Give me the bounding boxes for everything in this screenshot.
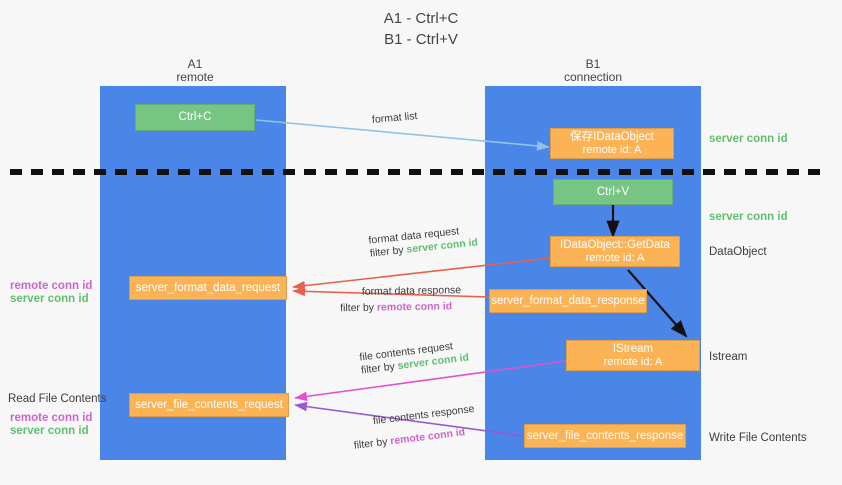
edge-label-format-list: format list bbox=[371, 110, 418, 126]
edge-label-file-contents-request: file contents request filter by server c… bbox=[358, 340, 470, 377]
node-save-idataobject[interactable]: 保存IDataObject remote id: A bbox=[550, 128, 674, 159]
title-line-1: A1 - Ctrl+C bbox=[383, 10, 459, 27]
annotation-left-server-conn-2: server conn id bbox=[10, 425, 89, 437]
node-istream-sub: remote id: A bbox=[603, 355, 663, 368]
edge-label-format-data-response: format data response filter by remote co… bbox=[340, 284, 462, 315]
node-save-idataobject-sub: remote id: A bbox=[582, 143, 642, 156]
node-istream[interactable]: IStream remote id: A bbox=[566, 340, 700, 371]
annotation-left-read-file-contents: Read File Contents bbox=[8, 393, 107, 405]
annotation-left-remote-conn-1: remote conn id bbox=[10, 280, 93, 292]
lane-a1-sub: remote bbox=[176, 70, 214, 84]
node-istream-label: IStream bbox=[612, 342, 654, 355]
node-ctrl-v-label: Ctrl+V bbox=[596, 185, 630, 198]
node-server-file-contents-request[interactable]: server_file_contents_request bbox=[129, 393, 289, 417]
page-title: A1 - Ctrl+C B1 - Ctrl+V bbox=[0, 8, 842, 50]
lane-b1-sub: connection bbox=[563, 70, 623, 84]
node-server-file-contents-response[interactable]: server_file_contents_response bbox=[524, 424, 686, 448]
node-server-format-data-response[interactable]: server_format_data_response bbox=[489, 289, 647, 313]
node-server-file-contents-request-label: server_file_contents_request bbox=[135, 398, 283, 411]
node-ctrl-c[interactable]: Ctrl+C bbox=[135, 104, 255, 131]
annotation-right-server-conn-2: server conn id bbox=[709, 211, 788, 223]
lane-header-a1: A1 remote bbox=[120, 58, 270, 84]
lane-b1-name: B1 bbox=[585, 57, 601, 71]
edge-filter-format-data-response: filter by remote conn id bbox=[340, 300, 453, 315]
node-ctrl-c-label: Ctrl+C bbox=[178, 111, 212, 123]
node-idataobject-getdata-label: IDataObject::GetData bbox=[560, 238, 670, 251]
annotation-left-remote-conn-2: remote conn id bbox=[10, 412, 93, 424]
node-idataobject-getdata[interactable]: IDataObject::GetData remote id: A bbox=[550, 236, 680, 267]
annotation-left-server-conn-1: server conn id bbox=[10, 293, 89, 305]
node-ctrl-v[interactable]: Ctrl+V bbox=[553, 179, 673, 205]
annotation-right-istream: Istream bbox=[709, 351, 748, 363]
edge-label-format-data-request: format data request filter by server con… bbox=[367, 225, 479, 260]
node-server-format-data-request-label: server_format_data_request bbox=[135, 281, 281, 294]
annotation-right-write-file-contents: Write File Contents bbox=[709, 432, 807, 444]
edge-filter-file-contents-response: filter by remote conn id bbox=[353, 426, 466, 452]
edge-label-file-contents-response: file contents response filter by remote … bbox=[353, 403, 478, 452]
annotation-right-server-conn-1: server conn id bbox=[709, 133, 788, 145]
node-server-format-data-request[interactable]: server_format_data_request bbox=[129, 276, 287, 300]
node-server-format-data-response-label: server_format_data_response bbox=[491, 294, 645, 307]
title-line-2: B1 - Ctrl+V bbox=[384, 31, 458, 48]
lane-a1-name: A1 bbox=[187, 57, 203, 71]
annotation-right-dataobject: DataObject bbox=[709, 246, 767, 258]
node-server-file-contents-response-label: server_file_contents_response bbox=[526, 429, 684, 442]
node-save-idataobject-label: 保存IDataObject bbox=[570, 130, 654, 143]
lane-header-b1: B1 connection bbox=[518, 58, 668, 84]
node-idataobject-getdata-sub: remote id: A bbox=[585, 251, 645, 264]
